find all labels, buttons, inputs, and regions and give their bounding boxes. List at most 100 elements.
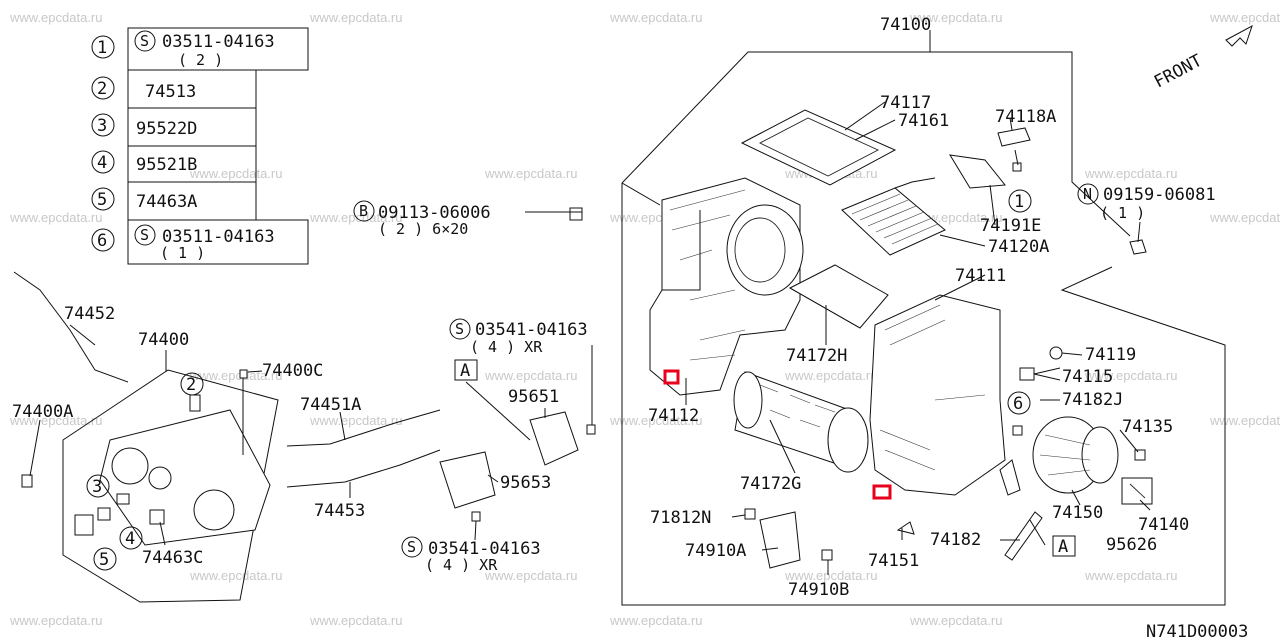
label-74452: 74452: [64, 304, 115, 324]
frame-top-edge: [621, 51, 1131, 237]
callout-circle: [93, 547, 117, 571]
drum-start: [733, 371, 763, 429]
label-nut-n: 09159-06081: [1103, 185, 1216, 205]
label-bolt-b: 09113-06006: [378, 203, 491, 223]
leader-74451a: [339, 411, 346, 441]
actuator-95651: [529, 411, 579, 466]
leader-74910a: [761, 547, 779, 551]
filter-cover: [740, 109, 897, 186]
knob-center: [148, 466, 172, 490]
ref-box: [454, 359, 478, 381]
filter-cover-inner: [758, 117, 880, 177]
ref-box: [1052, 535, 1076, 557]
watermark: www.epcdata.ru: [784, 368, 878, 383]
label-74117: 74117: [880, 93, 931, 113]
watermark: www.epcdata.ru: [9, 10, 103, 25]
label-74150: 74150: [1052, 503, 1103, 523]
leader-ref-a2: [1029, 519, 1046, 546]
screw-s1-icon: [586, 424, 596, 435]
label-74100: 74100: [880, 15, 931, 35]
watermark: www.epcdata.ru: [9, 613, 103, 628]
ref-a-right: A: [1058, 537, 1068, 557]
leader-74400c: [247, 370, 263, 373]
label-bolt-b-qty: ( 2 ) 6×20: [378, 220, 468, 238]
prefix-b: B: [359, 202, 368, 220]
evaporator-core: [841, 177, 946, 256]
legend-callout-circle: [91, 150, 115, 174]
cable-74453: [286, 449, 441, 488]
legend-part-1: 03511-04163: [162, 32, 275, 52]
label-nut-n-qty: ( 1 ): [1100, 204, 1145, 222]
watermark: www.epcdata.ru: [909, 613, 1003, 628]
frame-body-edge: [621, 183, 1226, 606]
label-74140: 74140: [1138, 515, 1189, 535]
legend-prefix-circle: [134, 30, 156, 52]
label-74400: 74400: [138, 330, 189, 350]
leader-74150: [1071, 489, 1081, 506]
callout-6: 6: [1013, 394, 1023, 414]
prefix-circle: [401, 536, 423, 558]
link-74182: [1004, 511, 1043, 561]
legend-num-6: 6: [97, 231, 107, 251]
legend-callout-circle: [91, 35, 115, 59]
label-71812n: 71812N: [650, 508, 711, 528]
front-arrow-icon: [1225, 24, 1253, 47]
callout-2: 2: [186, 375, 196, 395]
leader-74452: [69, 324, 96, 346]
case-right-shape: [869, 294, 1006, 496]
watermark: www.epcdata.ru: [309, 413, 403, 428]
callout-5: 5: [99, 550, 109, 570]
watermark: www.epcdata.ru: [909, 10, 1003, 25]
leader-74118a: [1009, 117, 1013, 131]
label-74182j: 74182J: [1062, 390, 1123, 410]
heater-case-right: [869, 294, 1006, 500]
label-95653: 95653: [500, 473, 551, 493]
legend-prefix-circle: [134, 224, 156, 246]
screw-74400c: [239, 369, 248, 379]
label-screw-s1-qty: ( 4 ) XR: [470, 338, 543, 356]
label-74161: 74161: [898, 111, 949, 131]
clip-74115: [1019, 367, 1035, 381]
air-filter: [788, 264, 889, 329]
leader-74172g: [769, 419, 796, 474]
legend-part-4: 95521B: [136, 155, 197, 175]
part-labels: 74100 74117 74161 74118A 1 74191E 74120A…: [12, 15, 1248, 642]
mode-actuators: [439, 411, 596, 522]
label-74135: 74135: [1122, 417, 1173, 437]
prefix-s: S: [407, 538, 416, 556]
callout-4: 4: [125, 529, 135, 549]
legend-part-5: 74463A: [136, 192, 197, 212]
actuator-95653: [439, 451, 496, 509]
label-74172h: 74172H: [786, 346, 847, 366]
clip-74513: [189, 394, 201, 412]
highlight-marker: [663, 369, 680, 385]
leader-nut-n: [1137, 221, 1141, 243]
callout-3: 3: [92, 477, 102, 497]
drum-slots: [759, 384, 836, 428]
watermark: www.epcdata.ru: [1084, 166, 1178, 181]
drum-end: [827, 407, 869, 473]
leader-74120a: [939, 234, 986, 247]
screw-74910b: [821, 549, 833, 561]
label-74118a: 74118A: [995, 107, 1056, 127]
screw-c6: [1012, 425, 1023, 436]
screw-74135: [1134, 449, 1146, 461]
cable-74452: [13, 271, 129, 383]
knob-right: [193, 489, 235, 531]
clip-74463c: [149, 509, 165, 525]
watermark: www.epcdata.ru: [189, 166, 283, 181]
front-indicator: FRONT: [1151, 24, 1253, 92]
resistor-detail: [1129, 483, 1146, 499]
control-head-frame: [62, 369, 279, 603]
legend-prefix-6: S: [140, 226, 149, 244]
case-edge: [662, 210, 701, 291]
legend-callout-circle: [91, 228, 115, 252]
watermark: www.epcdata.ru: [1209, 10, 1280, 25]
label-74111: 74111: [955, 266, 1006, 286]
leader-lines: [29, 101, 1151, 575]
blower-inlet-inner: [734, 217, 786, 283]
label-74151: 74151: [868, 551, 919, 571]
label-74463c: 74463C: [142, 548, 203, 568]
prefix-n: N: [1083, 185, 1092, 203]
socket-74463a: [74, 514, 94, 536]
